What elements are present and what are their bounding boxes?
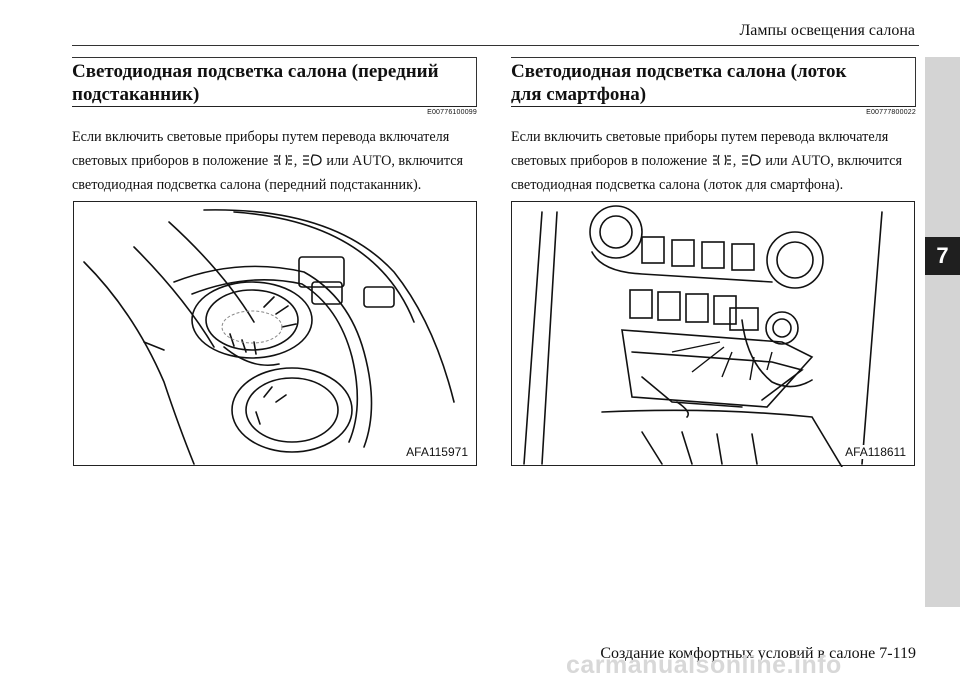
body-separator: ,	[293, 153, 298, 169]
section-smartphone-tray: Светодиодная подсветка салона (лоток для…	[511, 57, 916, 197]
body-line-3: светодиодная подсветка салона (лоток для…	[511, 177, 844, 193]
section-title: Светодиодная подсветка салона (передний …	[72, 60, 468, 106]
section-title-box: Светодиодная подсветка салона (лоток для…	[511, 57, 916, 107]
section-front-cupholder: Светодиодная подсветка салона (передний …	[72, 57, 477, 197]
figure-label: AFA118611	[843, 445, 908, 459]
section-title-line-1: Светодиодная подсветка салона (передний	[72, 61, 439, 82]
section-title-box: Светодиодная подсветка салона (передний …	[72, 57, 477, 107]
chapter-number-badge[interactable]: 7	[925, 237, 960, 275]
page-footer: Создание комфортных условий в салоне 7-1…	[600, 645, 916, 662]
body-line-2-end: или AUTO, включится	[326, 153, 464, 169]
watermark: carmanualsonline.info	[566, 651, 842, 679]
parking-lamp-icon	[273, 154, 292, 166]
section-title-line-2: для смартфона)	[511, 84, 647, 105]
section-body: Если включить световые приборы путем пер…	[511, 125, 916, 197]
body-line-2-start: световых приборов в положение	[72, 153, 269, 169]
body-line-1: Если включить световые приборы путем пер…	[511, 129, 889, 145]
section-title: Светодиодная подсветка салона (лоток для…	[511, 60, 907, 106]
page-header-title: Лампы освещения салона	[739, 22, 915, 39]
body-line-3: светодиодная подсветка салона (передний …	[72, 177, 422, 193]
body-separator: ,	[732, 153, 737, 169]
body-line-1: Если включить световые приборы путем пер…	[72, 129, 450, 145]
header-divider	[72, 45, 919, 46]
section-body: Если включить световые приборы путем пер…	[72, 125, 477, 197]
figure-label: AFA115971	[404, 445, 470, 459]
section-title-line-1: Светодиодная подсветка салона (лоток	[511, 61, 847, 82]
body-line-2-start: световых приборов в положение	[511, 153, 708, 169]
headlamp-icon	[302, 154, 322, 166]
figure-smartphone-tray: AFA118611	[511, 201, 915, 467]
parking-lamp-icon	[712, 154, 731, 166]
figure-front-cupholder: AFA115971	[73, 201, 477, 466]
cupholder-illustration	[83, 209, 455, 465]
section-code: E00776100099	[427, 109, 477, 116]
chapter-side-tab	[925, 57, 960, 607]
section-title-line-2: подстаканник)	[72, 84, 200, 105]
body-line-2-end: или AUTO, включится	[765, 153, 903, 169]
section-code: E00777800022	[866, 109, 916, 116]
headlamp-icon	[741, 154, 761, 166]
smartphone-tray-illustration	[523, 205, 883, 467]
